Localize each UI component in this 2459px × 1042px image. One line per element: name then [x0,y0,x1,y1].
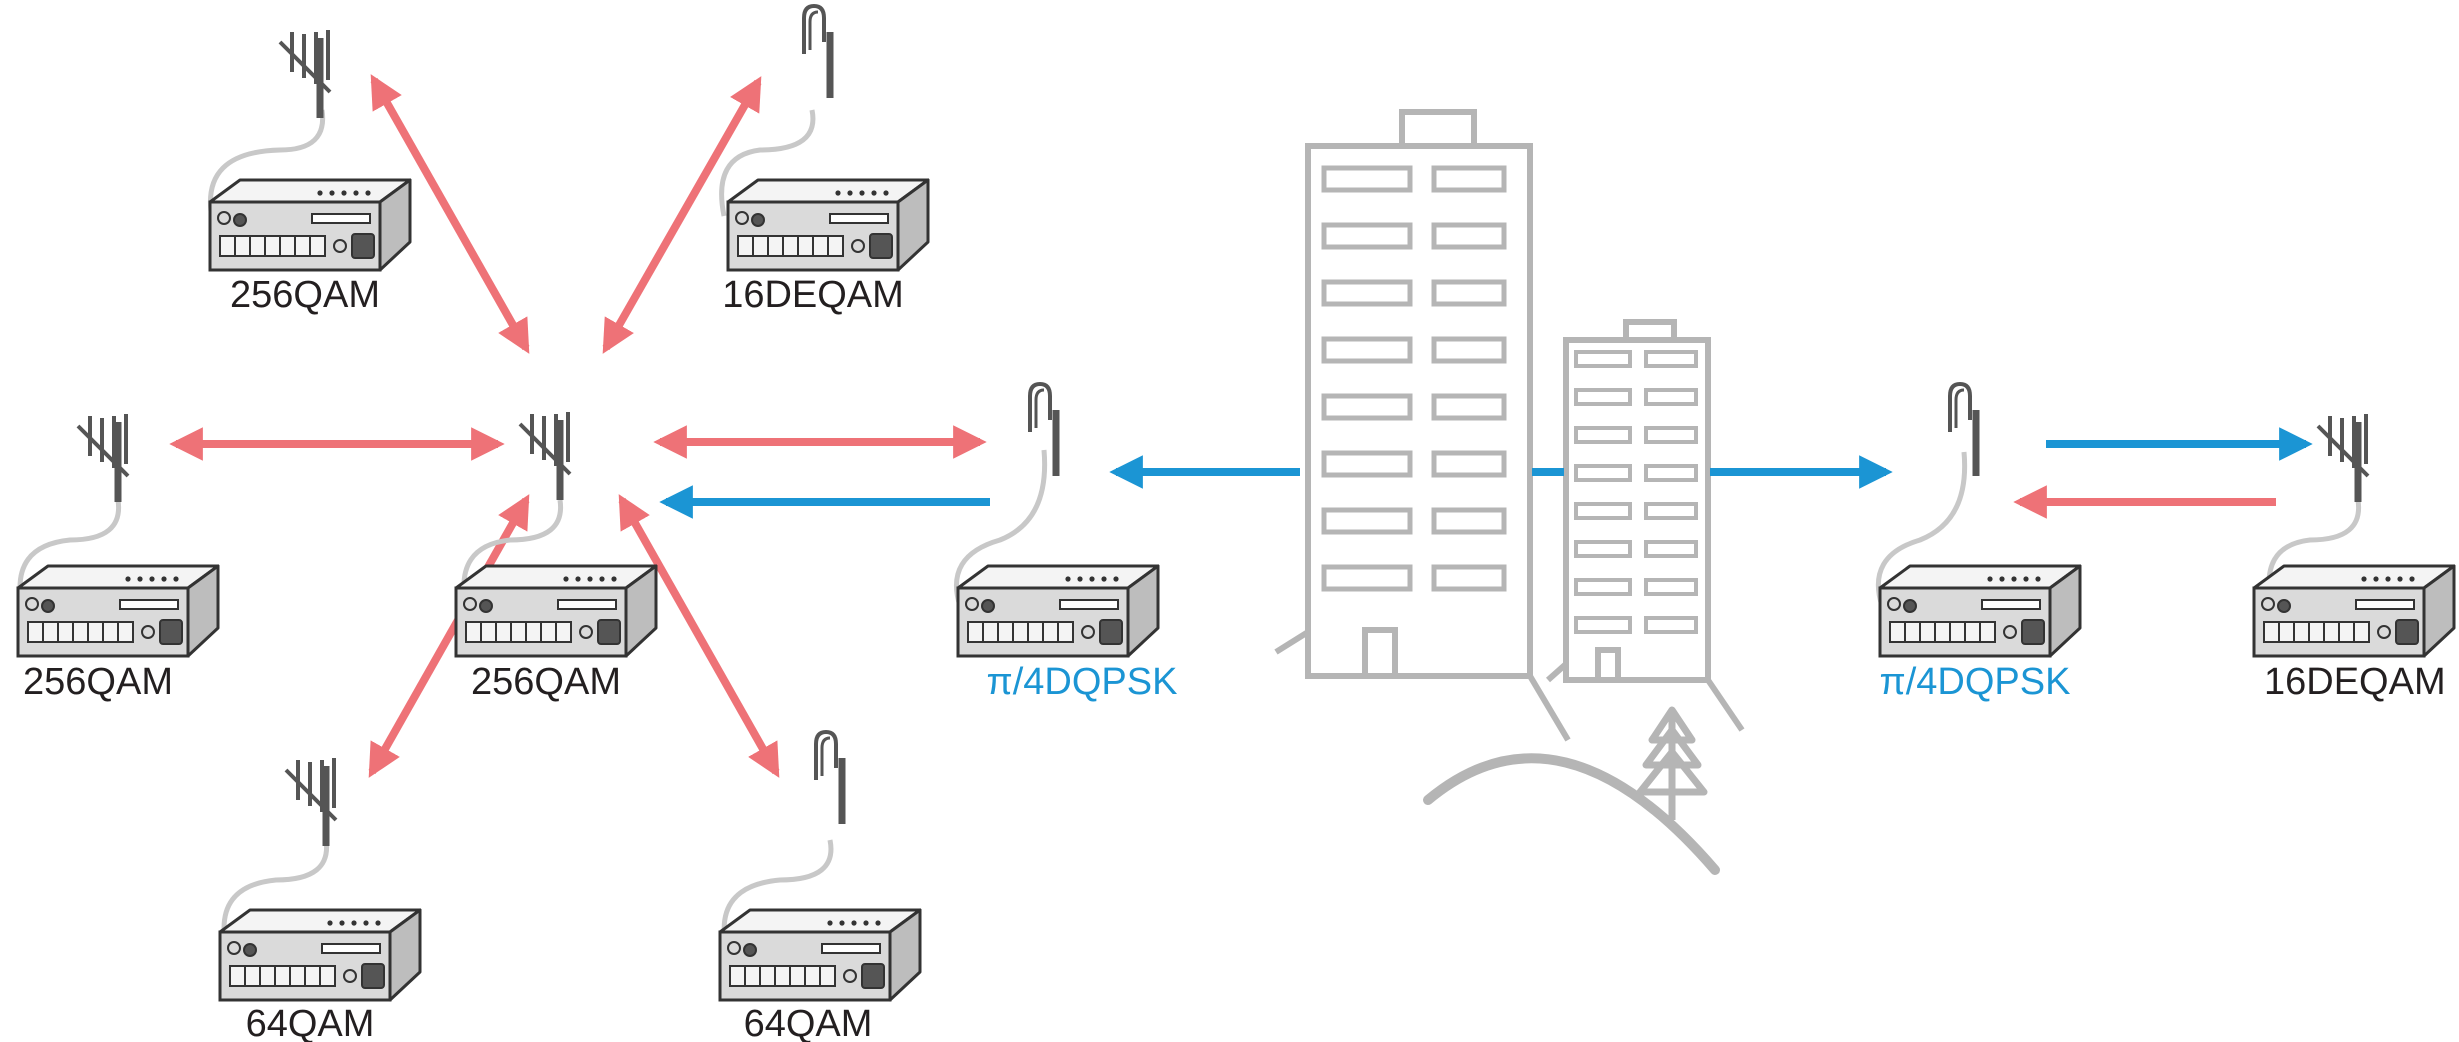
radio-modem-device [16,564,220,658]
window [1321,564,1413,592]
window [1574,350,1632,368]
radio-modem-device [1878,564,2082,658]
node-label: π/4DQPSK [987,661,1178,703]
window [1321,507,1413,535]
node-label: 256QAM [230,274,380,316]
link-hub-bottom-left [368,494,530,778]
window [1644,388,1698,406]
whip-antenna-icon [804,6,830,98]
node-label: π/4DQPSK [1880,661,2071,703]
window [1431,222,1507,250]
tall-building-windows [1321,165,1507,592]
node-mid-left: 256QAM [16,414,220,703]
yagi-antenna-icon [286,758,336,846]
window [1644,502,1698,520]
node-label: 16DEQAM [2264,661,2446,703]
node-top-right: 16DEQAM [719,6,930,316]
node-label: 64QAM [246,1003,375,1042]
radio-modem-device [2252,564,2456,658]
window [1644,426,1698,444]
radio-modem-device [956,564,1160,658]
window [1431,450,1507,478]
window [1574,540,1632,558]
window [1644,578,1698,596]
tree-icon [1636,706,1708,820]
tall-building-icon [1274,109,1571,742]
window [1431,393,1507,421]
radio-modem-device [726,178,930,272]
node-bottom-right: 64QAM [718,732,922,1042]
link-hub-bottom-right [618,494,780,778]
window [1574,464,1632,482]
window [1321,279,1413,307]
yagi-antenna-icon [280,30,330,118]
window [1574,578,1632,596]
window [1574,426,1632,444]
node-label: 256QAM [23,661,173,703]
window [1321,393,1413,421]
node-label: 256QAM [471,661,621,703]
radio-modem-device [218,908,422,1002]
window [1321,165,1413,193]
radio-modem-device [718,908,922,1002]
window [1644,350,1698,368]
window [1431,564,1507,592]
link-hub-top-left [370,74,530,354]
window [1431,165,1507,193]
hill-icon [1423,753,1720,875]
window [1644,540,1698,558]
window [1644,464,1698,482]
node-relay-right: π/4DQPSK [1875,384,2082,703]
node-hub: 256QAM [454,412,658,703]
window [1431,507,1507,535]
node-relay-left: π/4DQPSK [953,384,1178,703]
short-building-icon [1546,319,1745,732]
yagi-antenna-icon [2318,414,2368,502]
yagi-antenna-icon [520,412,570,500]
radio-modem-device [208,178,412,272]
window [1574,616,1632,634]
node-label: 64QAM [744,1003,873,1042]
radio-modem-device [454,564,658,658]
window [1321,336,1413,364]
window [1431,336,1507,364]
node-label: 16DEQAM [722,274,904,316]
whip-antenna-icon [816,732,842,824]
yagi-antenna-icon [78,414,128,502]
node-bottom-left: 64QAM [218,758,422,1042]
link-hub-top-right [602,76,762,354]
node-far-right: 16DEQAM [2252,414,2456,703]
window [1321,450,1413,478]
window [1431,279,1507,307]
node-top-left: 256QAM [208,30,412,316]
short-building-windows [1574,350,1698,634]
window [1644,616,1698,634]
window [1321,222,1413,250]
window [1574,388,1632,406]
window [1574,502,1632,520]
